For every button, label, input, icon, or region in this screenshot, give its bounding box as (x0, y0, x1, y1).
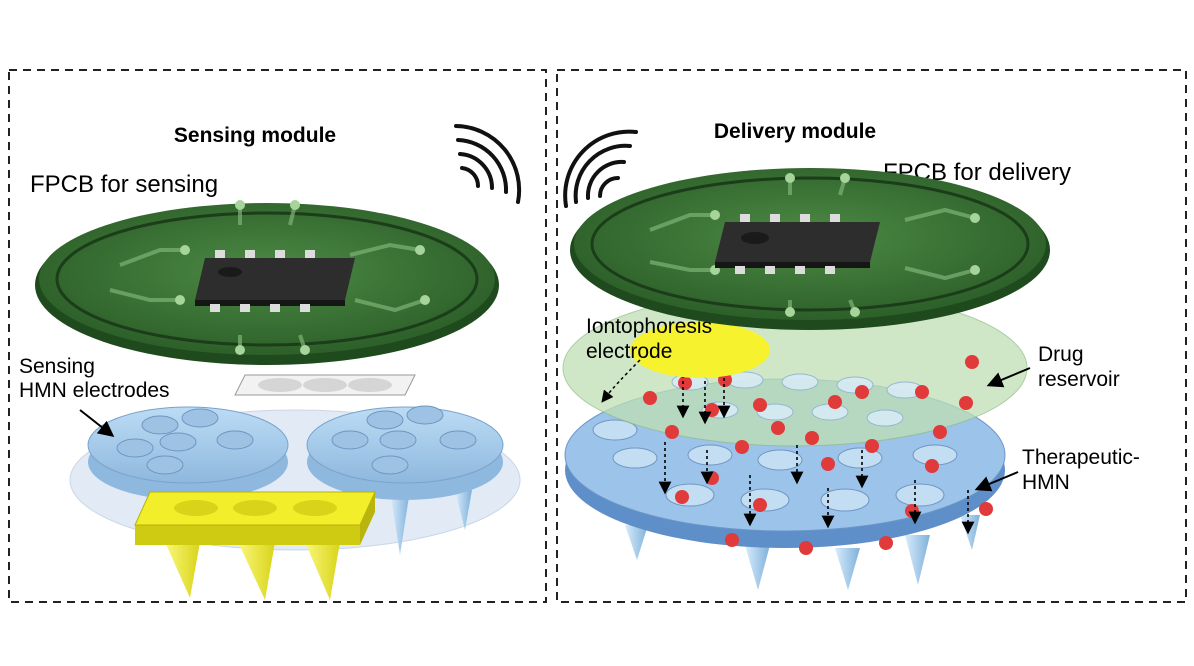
delivery-flow-arrows (658, 372, 975, 535)
wireless-signal-icon (563, 129, 638, 208)
iontophoresis-label-line1: Iontophoresis (586, 315, 712, 338)
drug-particles (643, 355, 993, 555)
delivery-fpcb-board (570, 168, 1050, 330)
sensing-hmn-pointer-arrow (79, 409, 115, 437)
sensing-white-electrode (234, 374, 416, 396)
sensing-fpcb-board (35, 200, 499, 365)
wireless-signal-icon (454, 124, 522, 204)
sensing-panel-border (8, 69, 547, 603)
sensing-hmn-label-line1: Sensing (19, 355, 95, 378)
drug-reservoir-label-line2: reservoir (1038, 368, 1120, 391)
delivery-chip (715, 214, 880, 274)
drug-reservoir-pointer (986, 367, 1031, 388)
therapeutic-hmn-label-line1: Therapeutic- (1022, 446, 1140, 469)
therapeutic-hmn-pointer (974, 471, 1019, 492)
sensing-module-title: Sensing module (174, 124, 336, 147)
therapeutic-hmn-label-line2: HMN (1022, 471, 1070, 494)
iontophoresis-label-line2: electrode (586, 340, 672, 363)
sensing-chip (195, 250, 355, 312)
delivery-module-panel: Delivery module FPCB for delivery (556, 69, 1187, 603)
sensing-hmn-disk-right (306, 405, 504, 555)
delivery-module-title: Delivery module (714, 120, 876, 143)
iontophoresis-pointer (601, 359, 641, 403)
sensing-fpcb-label: FPCB for sensing (30, 171, 218, 198)
delivery-panel-border (556, 69, 1187, 603)
drug-reservoir-label-line1: Drug (1038, 343, 1084, 366)
sensing-module-panel: Sensing module FPCB for sensing (8, 69, 547, 603)
sensing-yellow-electrode (134, 491, 376, 600)
iontophoresis-electrode (630, 322, 770, 378)
sensing-hmn-label-line2: HMN electrodes (19, 379, 170, 402)
